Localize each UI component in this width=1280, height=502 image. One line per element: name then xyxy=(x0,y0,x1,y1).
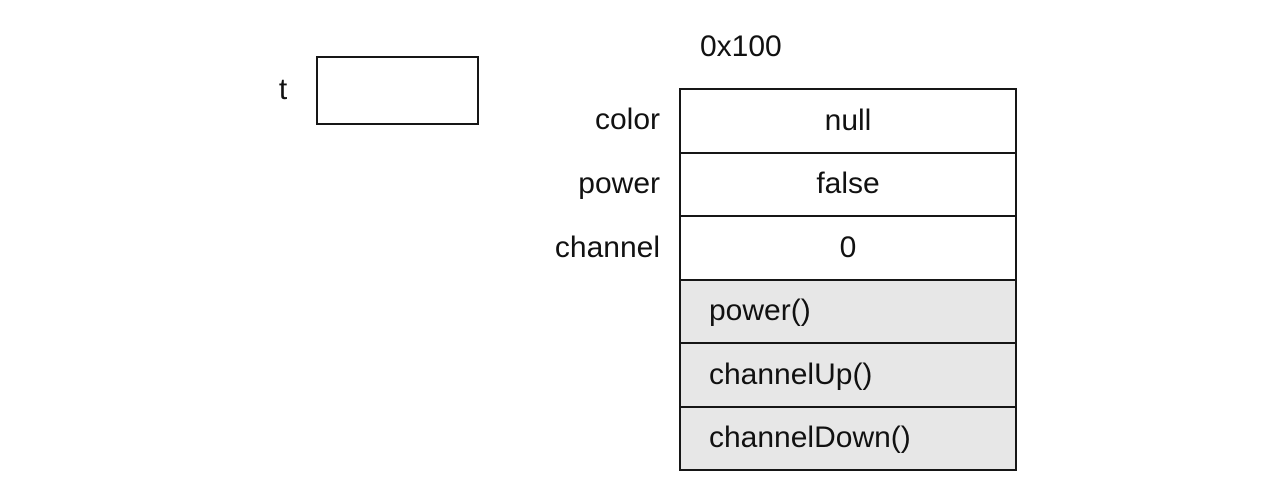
object-table: null false 0 power() channelUp() channel… xyxy=(679,88,1017,471)
object-address-label: 0x100 xyxy=(700,30,782,63)
field-label-channel: channel xyxy=(554,231,660,264)
field-label-color: color xyxy=(594,103,660,136)
object-body: color power channel null false 0 power()… xyxy=(441,88,1017,471)
field-label-power: power xyxy=(578,167,660,200)
field-labels-column: color power channel xyxy=(441,88,679,471)
method-row-power: power() xyxy=(681,278,1015,342)
field-value-color: null xyxy=(681,90,1015,152)
variable-name-label: t xyxy=(278,73,288,106)
method-row-channeldown: channelDown() xyxy=(681,405,1015,469)
field-value-power: false xyxy=(681,151,1015,215)
variable-value-box xyxy=(316,56,479,125)
field-value-channel: 0 xyxy=(681,215,1015,279)
method-row-channelup: channelUp() xyxy=(681,342,1015,406)
